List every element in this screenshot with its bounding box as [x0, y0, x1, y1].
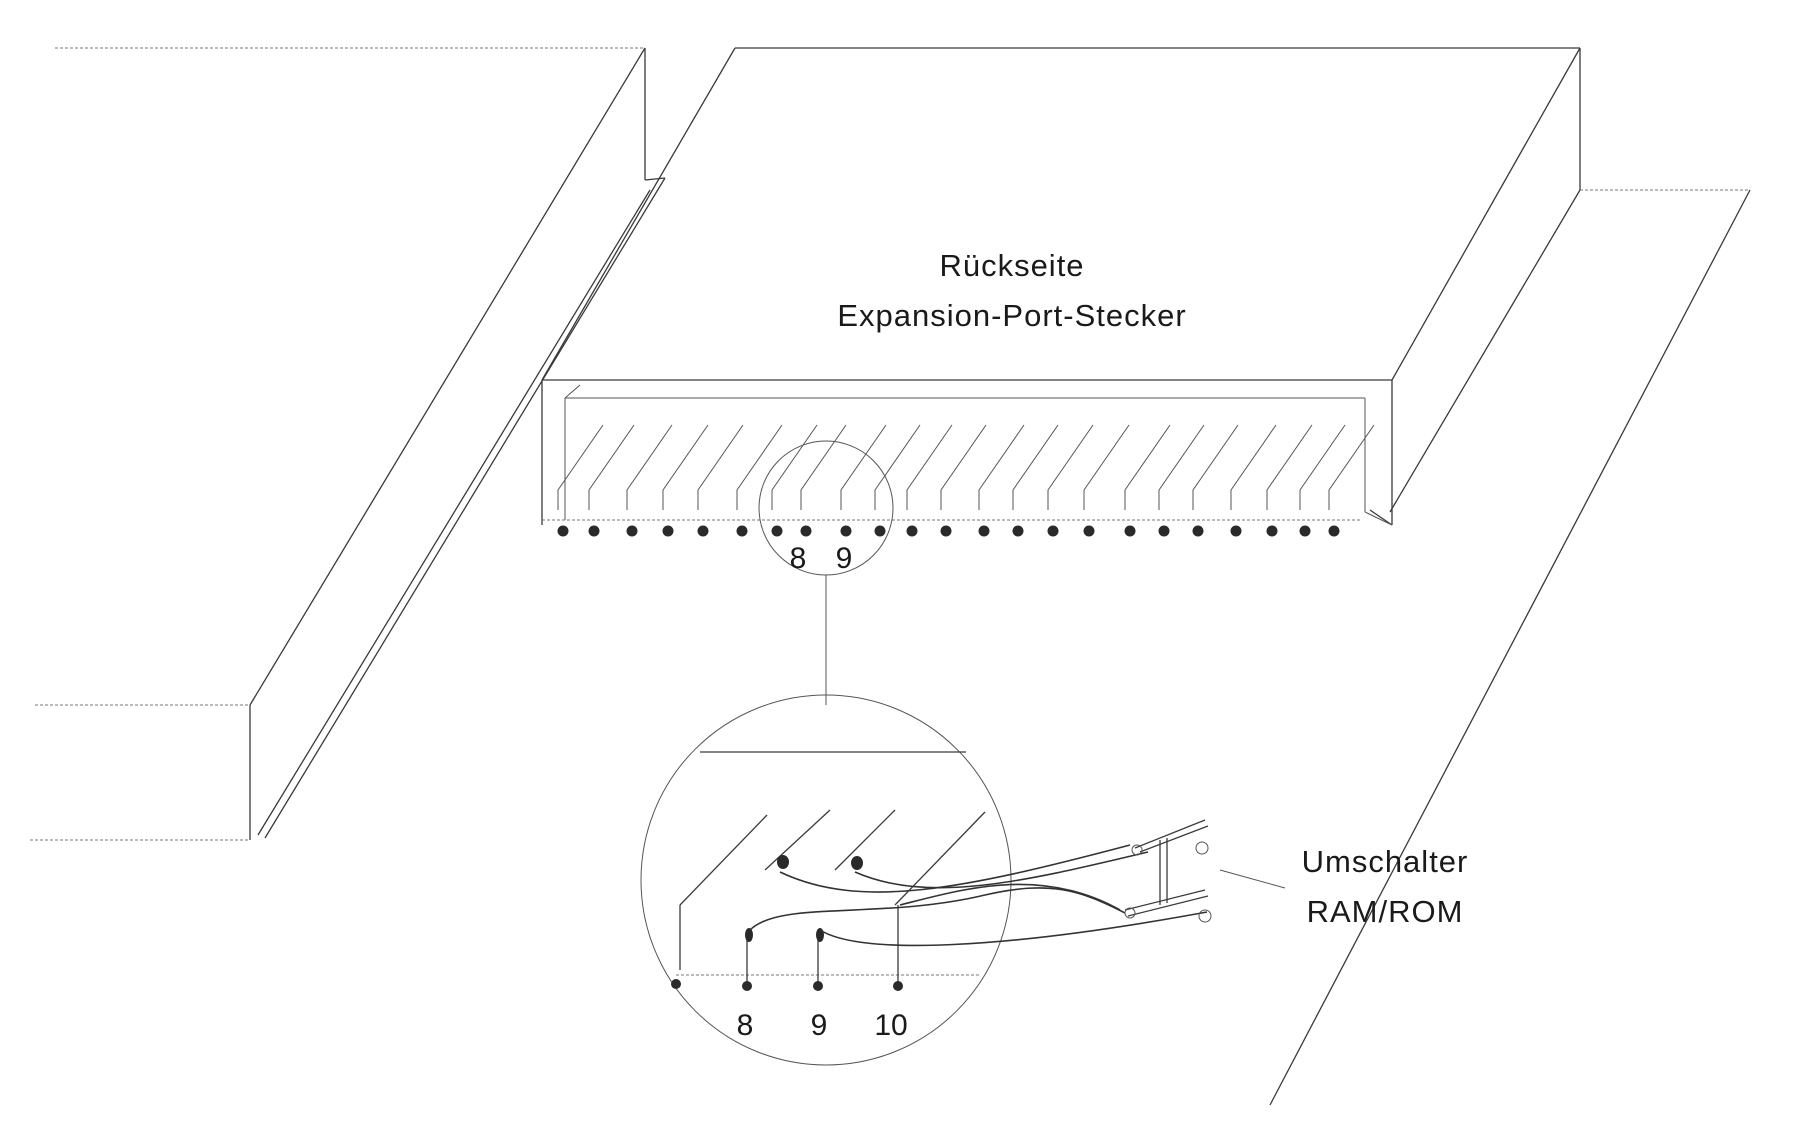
- contact-strip: [1124, 424, 1171, 510]
- contact-strip: [736, 424, 783, 510]
- contact-strip: [1083, 424, 1130, 510]
- connector-pin: [906, 525, 918, 537]
- connector-pin: [1158, 525, 1170, 537]
- pin-label-10-detail: 10: [874, 1009, 907, 1042]
- contact-strip: [1192, 424, 1239, 510]
- toggle-switch: [1124, 819, 1286, 923]
- connector-pin: [1124, 525, 1136, 537]
- magnifier-detail: 8 9 10: [640, 694, 1012, 1066]
- switch-wires: [749, 844, 1208, 947]
- connector-pin: [1192, 525, 1204, 537]
- contact-strip: [874, 424, 921, 510]
- contact-strip: [1328, 424, 1375, 510]
- connector-pin: [840, 525, 852, 537]
- connector-pin: [1299, 525, 1311, 537]
- connector-pin: [662, 525, 674, 537]
- connector-pin: [1328, 525, 1340, 537]
- connector-pin: [1266, 525, 1278, 537]
- connector-pin: [800, 525, 812, 537]
- contact-strip: [1158, 424, 1205, 510]
- contact-strip: [1047, 424, 1094, 510]
- pin-label-9-detail: 9: [811, 1009, 828, 1042]
- connector-pin: [771, 525, 783, 537]
- connector-pin: [626, 525, 638, 537]
- contact-strip: [697, 424, 744, 510]
- contact-strip: [771, 424, 818, 510]
- connector-pin: [940, 525, 952, 537]
- contact-strip: [626, 424, 673, 510]
- contact-strip: [940, 424, 987, 510]
- contact-strip: [1266, 424, 1313, 510]
- connector-pin: [1012, 525, 1024, 537]
- contact-strip: [1230, 424, 1277, 510]
- connector-pin: [588, 525, 600, 537]
- connector-pin: [978, 525, 990, 537]
- pin-label-8-detail: 8: [737, 1009, 754, 1042]
- pin-label-8-top: 8: [790, 542, 807, 575]
- contact-strip: [1299, 424, 1346, 510]
- connector-pin: [1047, 525, 1059, 537]
- connector-pin: [697, 525, 709, 537]
- contact-strip: [978, 424, 1025, 510]
- contact-strip: [1012, 424, 1059, 510]
- connector-pin: [1083, 525, 1095, 537]
- connector-pin: [874, 525, 886, 537]
- contact-strip: [557, 424, 604, 510]
- contact-strip: [588, 424, 635, 510]
- expansion-port-label: Expansion-Port-Stecker: [837, 298, 1186, 333]
- switch-label-line2: RAM/ROM: [1307, 894, 1464, 929]
- contact-strip: [800, 424, 847, 510]
- connector-pin: [1230, 525, 1242, 537]
- back-side-label: Rückseite: [939, 248, 1084, 283]
- magnifier-top: 8 9: [758, 440, 894, 705]
- switch-label-line1: Umschalter: [1302, 844, 1469, 879]
- contact-strip: [662, 424, 709, 510]
- pin-label-9-top: 9: [836, 542, 853, 575]
- connector-pin: [557, 525, 569, 537]
- cartridge-body: [541, 47, 1581, 526]
- contact-strip: [906, 424, 953, 510]
- connector-pin: [736, 525, 748, 537]
- contact-strip: [840, 424, 887, 510]
- left-housing: [30, 47, 666, 841]
- connector-contacts: [557, 424, 1375, 537]
- right-surface: [1269, 189, 1751, 1106]
